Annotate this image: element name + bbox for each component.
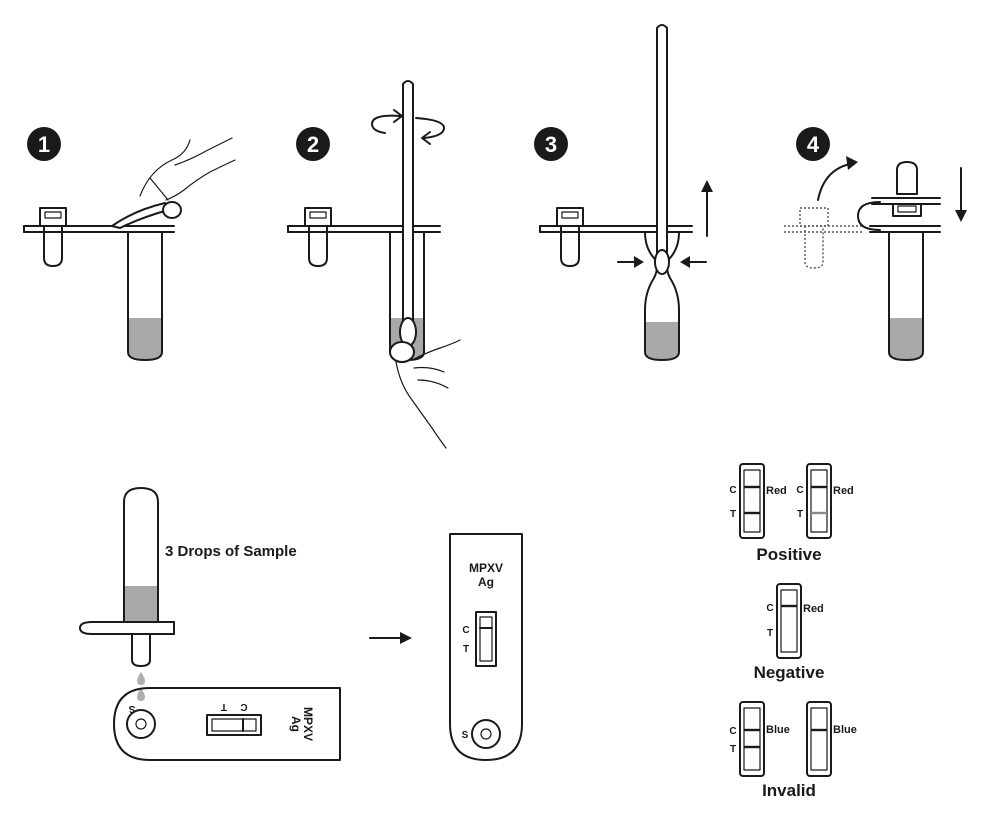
arrow-down-icon bbox=[955, 167, 967, 222]
extraction-tube-capped bbox=[869, 161, 941, 361]
step-3: 3 bbox=[534, 24, 713, 361]
squeeze-arrows-icon bbox=[617, 256, 707, 268]
results-negative: C T Red Negative bbox=[754, 583, 825, 682]
label-color: Red bbox=[833, 485, 854, 497]
step-1-badge bbox=[27, 127, 61, 161]
result-title-positive: Positive bbox=[756, 545, 821, 564]
drop-icon bbox=[137, 688, 145, 701]
arrow-right-icon bbox=[369, 632, 412, 644]
step-3-badge bbox=[534, 127, 568, 161]
dropper bbox=[79, 487, 175, 701]
cassette-right-sub: Ag bbox=[478, 575, 494, 589]
label-color: Blue bbox=[766, 724, 790, 736]
cassette-left-t: T bbox=[221, 701, 227, 712]
label-t: T bbox=[730, 509, 736, 520]
results-invalid: C T Blue Blue Invalid bbox=[729, 701, 857, 800]
results-positive: C T Red C T Red Positive bbox=[729, 463, 854, 564]
cassette-left: S T C MPXV Ag bbox=[113, 687, 341, 761]
label-color: Red bbox=[803, 603, 824, 615]
cassette-right-brand: MPXV bbox=[469, 561, 503, 575]
drop-icon bbox=[137, 672, 145, 685]
label-c: C bbox=[729, 726, 736, 737]
swab bbox=[654, 24, 670, 275]
step-4: 4 bbox=[784, 127, 967, 361]
step-2-number: 2 bbox=[307, 132, 319, 157]
label-t: T bbox=[797, 509, 803, 520]
cassette-left-brand: MPXV bbox=[301, 707, 315, 741]
curved-arrow-icon bbox=[817, 156, 858, 201]
tube-cap bbox=[39, 207, 67, 267]
result-strip: C T Blue bbox=[729, 701, 790, 777]
label-color: Blue bbox=[833, 724, 857, 736]
cassette-left-s: S bbox=[128, 703, 135, 714]
step-1: 1 bbox=[23, 127, 236, 361]
result-strip: C T Red bbox=[766, 583, 824, 659]
result-strip: Blue bbox=[806, 701, 857, 777]
label-t: T bbox=[767, 628, 773, 639]
swab bbox=[399, 80, 417, 347]
step-1-number: 1 bbox=[38, 132, 50, 157]
step-3-number: 3 bbox=[545, 132, 557, 157]
label-c: C bbox=[766, 603, 773, 614]
tube-cap bbox=[556, 207, 584, 267]
cassette-right-s: S bbox=[462, 730, 469, 741]
step-2-badge bbox=[296, 127, 330, 161]
label-t: T bbox=[730, 744, 736, 755]
step-2: 2 bbox=[287, 80, 461, 449]
cassette-left-c: C bbox=[240, 701, 247, 712]
label-color: Red bbox=[766, 485, 787, 497]
rotate-arrows-icon bbox=[371, 109, 445, 145]
step-4-badge bbox=[796, 127, 830, 161]
label-c: C bbox=[729, 485, 736, 496]
result-strip: C T Red bbox=[796, 463, 854, 539]
result-strip: C T Red bbox=[729, 463, 787, 539]
cassette-right: MPXV Ag C T S bbox=[449, 533, 523, 761]
extraction-tube bbox=[111, 225, 175, 361]
step-4-number: 4 bbox=[807, 132, 820, 157]
hand-icon bbox=[389, 339, 461, 449]
hand-icon bbox=[139, 137, 236, 219]
result-title-invalid: Invalid bbox=[762, 781, 816, 800]
cassette-right-t: T bbox=[463, 644, 469, 655]
cassette-right-c: C bbox=[462, 625, 469, 636]
arrow-up-icon bbox=[701, 180, 713, 237]
tube-cap bbox=[304, 207, 332, 267]
tube-cap-ghost bbox=[784, 207, 862, 269]
label-c: C bbox=[796, 485, 803, 496]
drops-instruction: 3 Drops of Sample bbox=[165, 543, 297, 560]
cassette-left-sub: Ag bbox=[289, 716, 303, 732]
result-title-negative: Negative bbox=[754, 663, 825, 682]
